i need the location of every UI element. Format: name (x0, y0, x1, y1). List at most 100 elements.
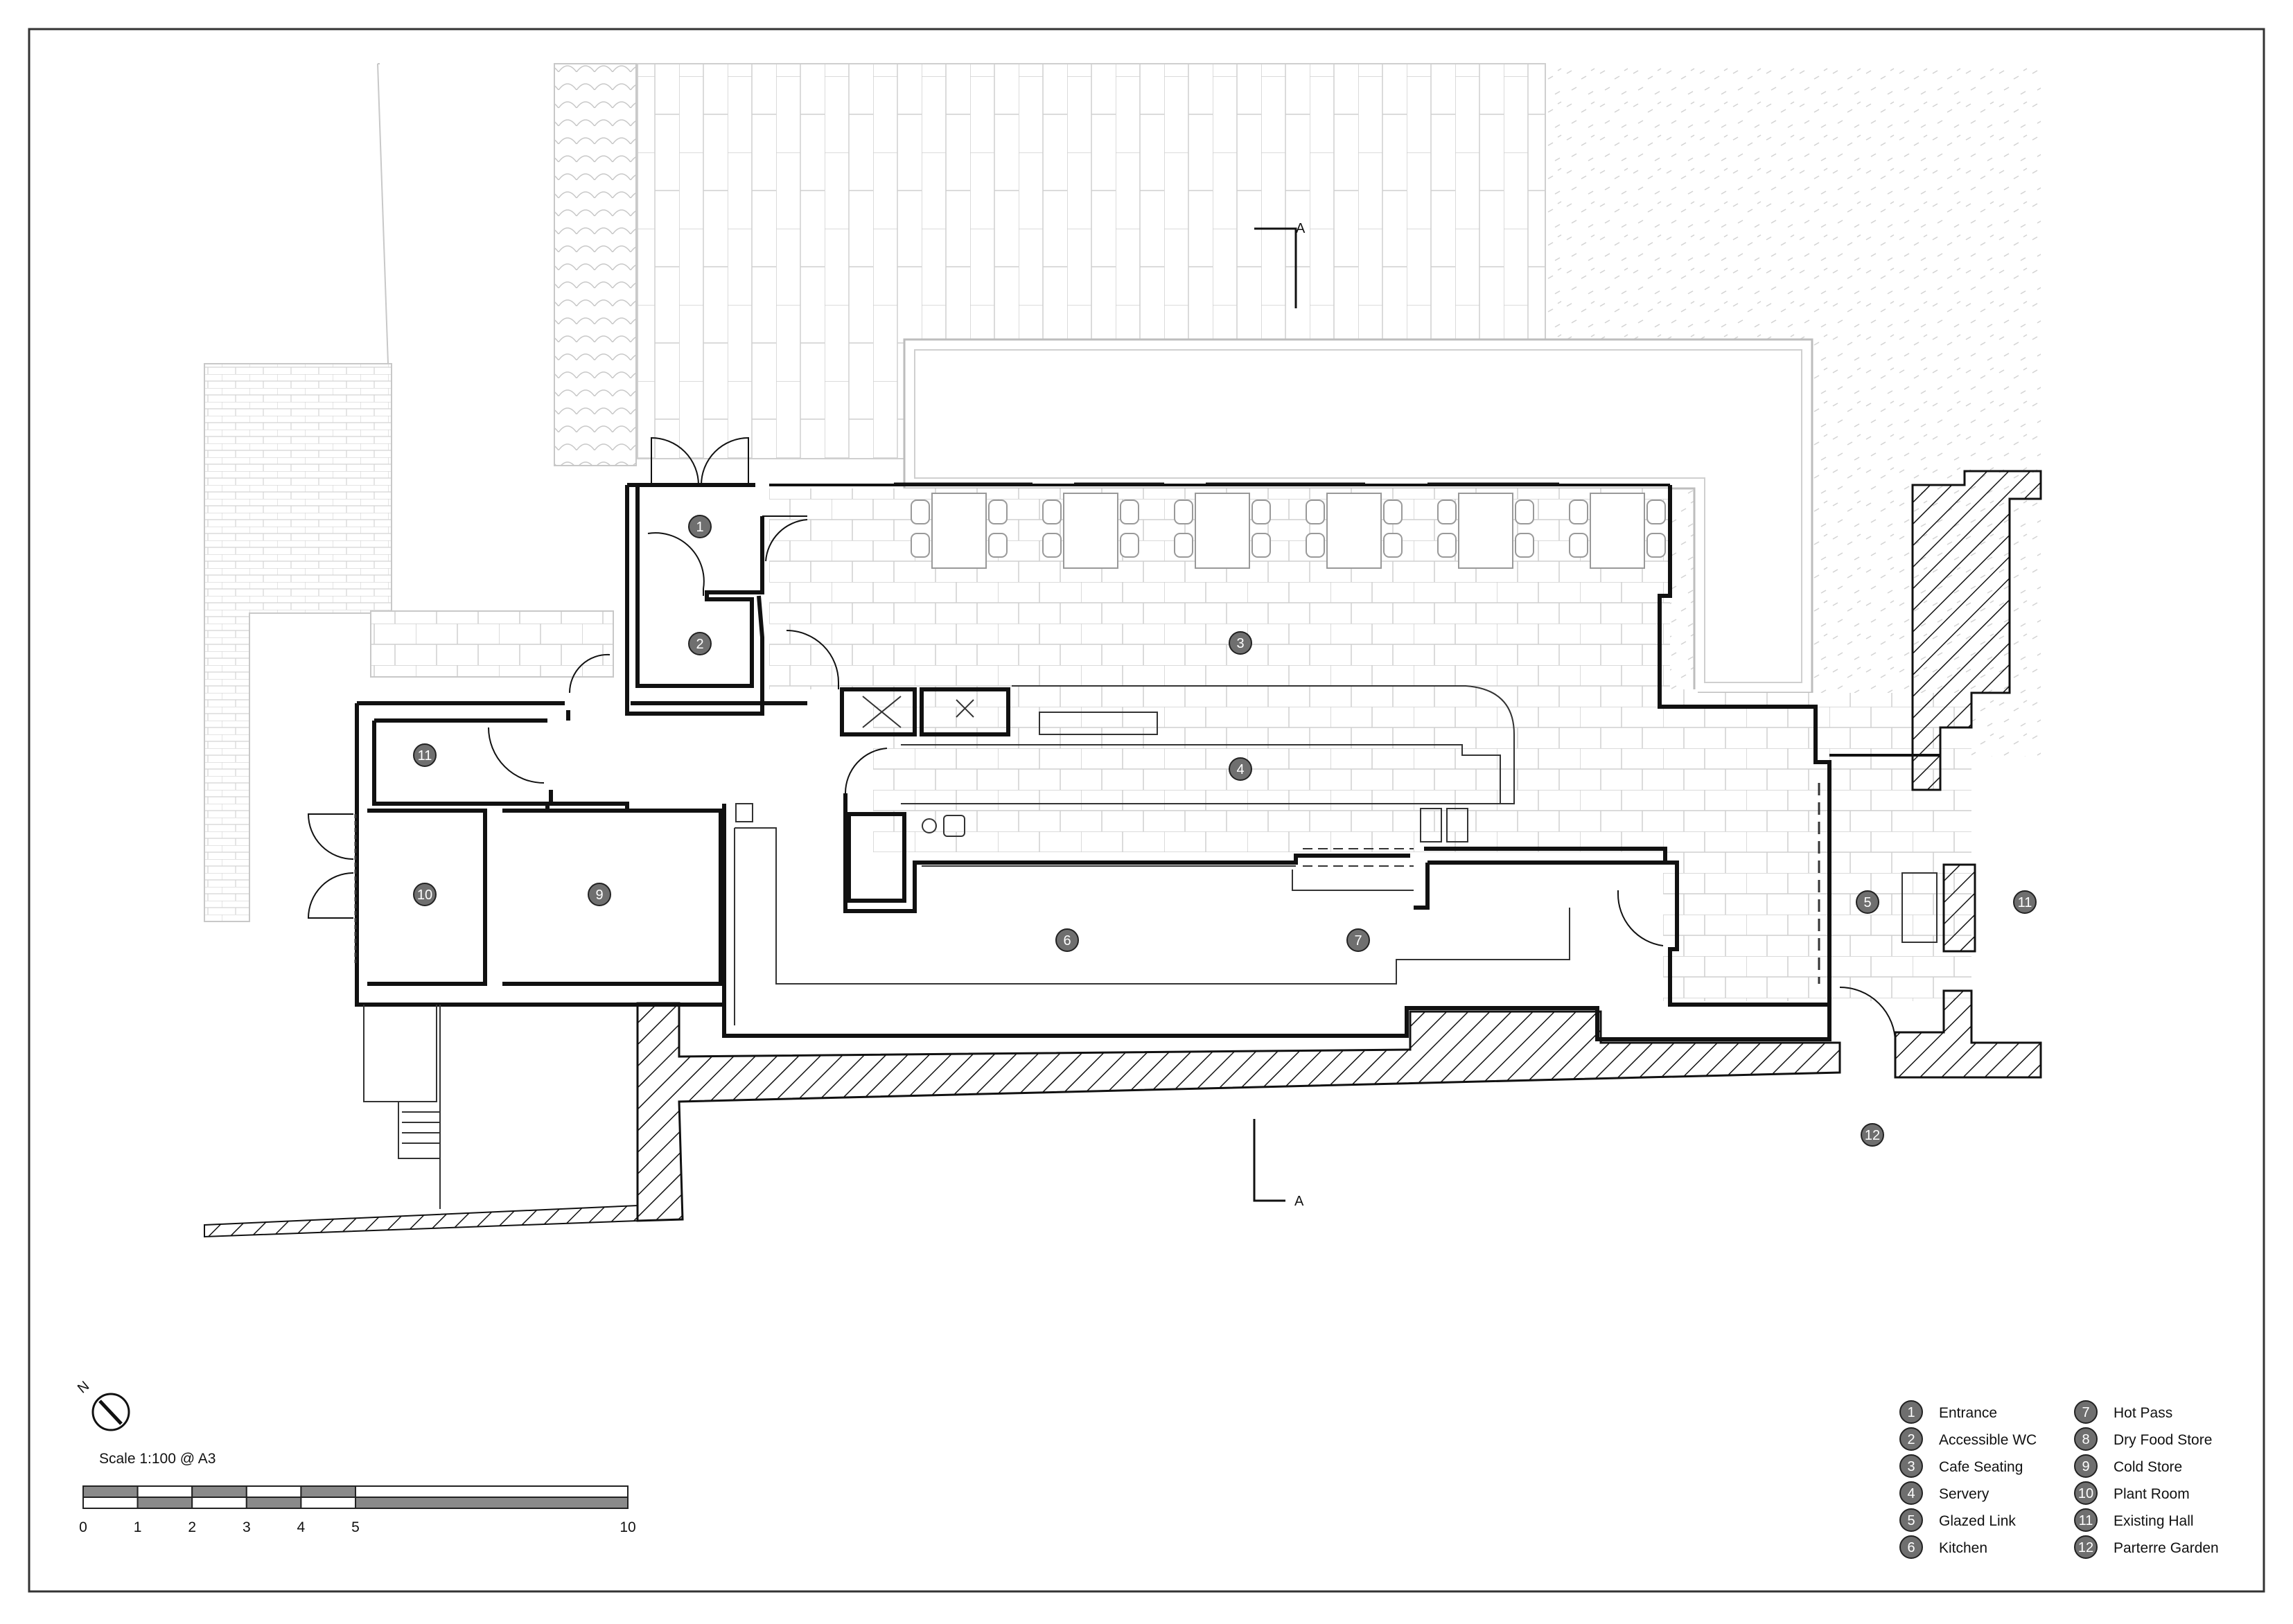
scale-tick-label: 2 (188, 1519, 196, 1535)
legend-label: Existing Hall (2114, 1513, 2194, 1529)
legend-marker (1899, 1481, 1923, 1505)
cafe-chair (1646, 500, 1666, 524)
room-marker-6-circle (1055, 928, 1079, 952)
legend-marker (2074, 1427, 2098, 1451)
cafe-chair (988, 533, 1008, 558)
legend-marker (1899, 1454, 1923, 1478)
cafe-table (1195, 493, 1250, 569)
legend-number: 10 (2078, 1486, 2093, 1501)
room-marker-12-circle (1861, 1123, 1884, 1147)
south-retaining-wall (636, 1002, 1841, 1222)
room-marker-6: 6 (1055, 928, 1079, 952)
north-label: N (75, 1378, 92, 1396)
legend-marker (1899, 1400, 1923, 1424)
legend-label: Parterre Garden (2114, 1540, 2219, 1556)
room-marker-9-circle (588, 883, 611, 906)
room-marker-3-number: 3 (1236, 636, 1244, 651)
dumbwaiter-x-2 (956, 699, 974, 718)
room-marker-5: 5 (1856, 890, 1879, 914)
cafe-chair (1569, 533, 1588, 558)
room-marker-4: 4 (1229, 757, 1252, 781)
room-marker-1-circle (688, 515, 712, 538)
kitchen-small-unit (735, 803, 753, 822)
legend-marker (2074, 1508, 2098, 1532)
room-marker-3-circle (1229, 631, 1252, 655)
legend-number: 2 (1907, 1432, 1915, 1447)
servery-counter-front (901, 744, 1501, 804)
servery-counter-top (901, 685, 1515, 804)
existing-hall-pier (1942, 863, 1976, 953)
section-label-top: A (1296, 221, 1306, 236)
north-arrow-needle (98, 1400, 123, 1425)
legend-marker (1899, 1508, 1923, 1532)
servery-display (1039, 712, 1158, 735)
room-marker-4-circle (1229, 757, 1252, 781)
room-marker-11: 11 (413, 743, 437, 767)
servery-store-block (847, 812, 906, 903)
room-marker-7-number: 7 (1354, 933, 1362, 948)
scale-tick-label: 10 (620, 1519, 635, 1535)
dumbwaiter-x-1 (862, 696, 902, 728)
fridge-a (1420, 808, 1442, 842)
room-marker-4-number: 4 (1236, 762, 1244, 777)
cafe-chair (1042, 500, 1062, 524)
room-marker-2-number: 2 (696, 637, 703, 652)
cafe-chair (1306, 533, 1325, 558)
existing-walls-hatched (204, 470, 2042, 1238)
scale-bar-top-seg (137, 1485, 193, 1498)
entrance-vestibule (625, 483, 764, 716)
cafe-table (1590, 493, 1645, 569)
legend-number: 8 (2082, 1432, 2089, 1447)
legend-label: Hot Pass (2114, 1405, 2172, 1421)
scale-tick-label: 4 (297, 1519, 306, 1535)
kitchen-worktop (734, 827, 1570, 1025)
cafe-chair (1042, 533, 1062, 558)
room-marker-2-circle (688, 632, 712, 655)
west-external-door (568, 653, 610, 694)
planter-inner (914, 349, 1802, 683)
north-arrow-circle (91, 1393, 130, 1431)
scale-bar-bottom-seg (82, 1497, 139, 1509)
room-marker-9: 9 (588, 883, 611, 906)
room-marker-5-circle (1856, 890, 1879, 914)
legend-item: 5 Glazed Link (1899, 1508, 2016, 1532)
legend-marker (1899, 1535, 1923, 1559)
room-marker-11-number: 11 (2018, 895, 2032, 910)
legend-number: 1 (1907, 1405, 1915, 1420)
legend-number: 5 (1907, 1513, 1915, 1528)
scale-bar-bottom-long (355, 1497, 629, 1509)
legend-marker (2074, 1454, 2098, 1478)
neighbour-boundary (377, 63, 389, 364)
room-marker-10-number: 10 (417, 888, 432, 903)
servery-paving (873, 689, 1698, 852)
legend-label: Glazed Link (1939, 1513, 2016, 1529)
cafe-table-set (1174, 493, 1271, 569)
scale-bar-top-seg (82, 1485, 139, 1498)
external-steps-sw (363, 1005, 441, 1209)
legend-number: 9 (2082, 1459, 2089, 1474)
legend-marker (2074, 1535, 2098, 1559)
legend-label: Entrance (1939, 1405, 1997, 1421)
room-marker-1: 1 (688, 515, 712, 538)
legend-label: Kitchen (1939, 1540, 1987, 1556)
section-label-bottom: A (1294, 1194, 1304, 1209)
hot-pass-dashed (1303, 848, 1414, 867)
room-marker-11-number: 11 (418, 748, 432, 764)
neighbour-roof (554, 63, 637, 466)
cafe-chair (1437, 533, 1457, 558)
room-marker-2: 2 (688, 632, 712, 655)
cafe-table-set (1437, 493, 1534, 569)
legend-number: 3 (1907, 1459, 1915, 1474)
legend-number: 6 (1907, 1540, 1915, 1555)
cafe-chair (1306, 500, 1325, 524)
vestibule-door (762, 515, 808, 562)
cafe-chair (911, 533, 930, 558)
room-marker-7: 7 (1346, 928, 1370, 952)
